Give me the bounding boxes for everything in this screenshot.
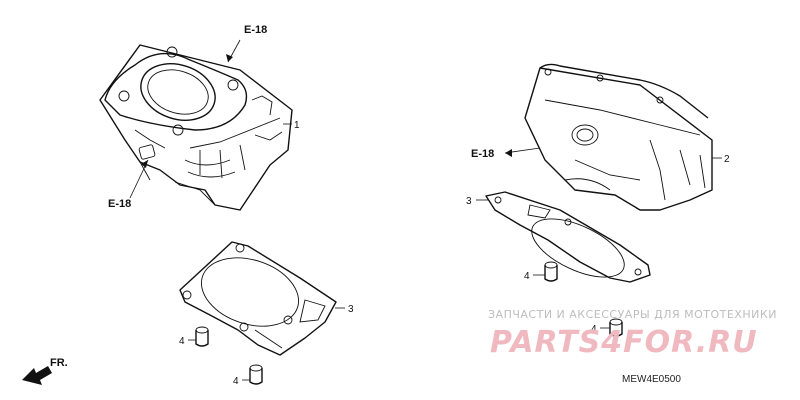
dowel-pin: [249, 364, 263, 385]
front-arrow-icon: [22, 366, 52, 385]
front-direction-indicator: FR.: [22, 357, 68, 385]
callout-part-3-left: 3: [348, 304, 354, 315]
callout-part-4-b: 4: [233, 376, 239, 387]
gasket-left: [179, 241, 337, 356]
callout-e18-top: E-18: [244, 24, 267, 36]
watermark: ЗАПЧАСТИ И АКСЕССУАРЫ ДЛЯ МОТОТЕХНИКИ PA…: [488, 308, 777, 360]
diagram-code: MEW4E0500: [622, 374, 681, 385]
callout-part-1: 1: [294, 120, 300, 131]
callout-part-2: 2: [724, 154, 730, 165]
callout-e18-right: E-18: [471, 148, 494, 160]
callout-part-4-a: 4: [179, 336, 185, 347]
watermark-brand: PARTS4FOR.RU: [490, 325, 758, 360]
front-label: FR.: [50, 357, 68, 369]
callout-part-4-c: 4: [524, 271, 530, 282]
cylinder-left: [99, 44, 293, 211]
dowel-pin: [544, 261, 558, 282]
watermark-tagline: ЗАПЧАСТИ И АКСЕССУАРЫ ДЛЯ МОТОТЕХНИКИ: [488, 308, 777, 321]
dowel-pin: [609, 318, 623, 337]
gasket-right: [485, 191, 651, 283]
dowel-pin: [195, 326, 209, 347]
callout-e18-left: E-18: [108, 198, 131, 210]
cylinder-right: [524, 63, 713, 211]
callout-part-3-right: 3: [466, 196, 472, 207]
callout-part-4-d: 4: [591, 324, 597, 335]
